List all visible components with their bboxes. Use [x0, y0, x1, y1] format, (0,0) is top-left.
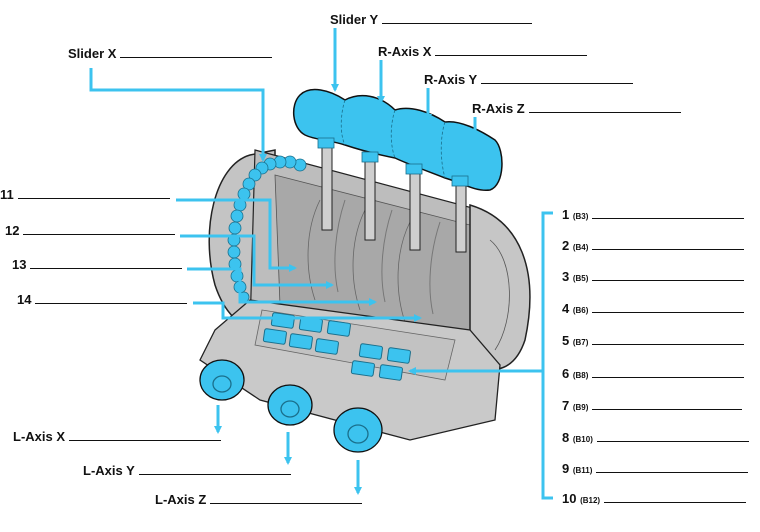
label-code: (B4)	[572, 243, 589, 252]
rotary-knobs	[199, 359, 383, 453]
label-number: 3	[562, 269, 570, 284]
label-button-6: 6 (B8)	[562, 365, 745, 384]
label-13: 13	[12, 256, 183, 273]
label-text: 14	[17, 292, 32, 307]
answer-blank[interactable]	[30, 256, 183, 269]
label-number: 10	[562, 491, 577, 506]
label-button-1: 1 (B3)	[562, 206, 745, 225]
label-text: R-Axis Z	[472, 101, 525, 116]
label-code: (B5)	[572, 274, 589, 283]
answer-blank[interactable]	[481, 71, 634, 84]
label-text: R-Axis Y	[424, 72, 478, 87]
label-number: 6	[562, 366, 570, 381]
answer-blank[interactable]	[69, 428, 222, 441]
label-text: L-Axis Z	[155, 492, 207, 507]
label-14: 14	[17, 291, 188, 308]
label-button-10: 10 (B12)	[562, 490, 747, 509]
label-number: 4	[562, 301, 570, 316]
label-l-axis-y: L-Axis Y	[83, 462, 291, 479]
label-text: Slider Y	[330, 12, 379, 27]
answer-blank[interactable]	[382, 11, 533, 24]
label-number: 9	[562, 461, 570, 476]
answer-blank[interactable]	[592, 397, 743, 410]
label-button-2: 2 (B4)	[562, 237, 745, 256]
label-code: (B9)	[572, 403, 589, 412]
answer-blank[interactable]	[596, 429, 749, 442]
label-code: (B11)	[572, 466, 593, 475]
label-button-7: 7 (B9)	[562, 397, 743, 416]
label-text: 12	[5, 223, 20, 238]
label-l-axis-x: L-Axis X	[13, 428, 222, 445]
answer-blank[interactable]	[592, 237, 745, 250]
label-code: (B3)	[572, 212, 589, 221]
label-code: (B8)	[572, 371, 589, 380]
label-button-9: 9 (B11)	[562, 460, 749, 479]
label-text: L-Axis Y	[83, 463, 135, 478]
label-code: (B7)	[572, 338, 589, 347]
answer-blank[interactable]	[592, 268, 745, 281]
answer-blank[interactable]	[23, 222, 176, 235]
label-code: (B12)	[580, 496, 601, 505]
answer-blank[interactable]	[435, 43, 588, 56]
answer-blank[interactable]	[120, 45, 273, 58]
label-l-axis-z: L-Axis Z	[155, 491, 363, 508]
answer-blank[interactable]	[592, 206, 745, 219]
label-r-axis-y: R-Axis Y	[424, 71, 634, 88]
label-text: Slider X	[68, 46, 117, 61]
answer-blank[interactable]	[604, 490, 747, 503]
label-text: 13	[12, 257, 27, 272]
label-12: 12	[5, 222, 176, 239]
answer-blank[interactable]	[592, 332, 745, 345]
label-number: 2	[562, 238, 570, 253]
label-button-3: 3 (B5)	[562, 268, 745, 287]
label-11: 11	[0, 186, 170, 203]
label-slider-y: Slider Y	[330, 11, 533, 28]
label-button-5: 5 (B7)	[562, 332, 745, 351]
answer-blank[interactable]	[17, 186, 170, 199]
label-number: 5	[562, 333, 570, 348]
label-button-8: 8 (B10)	[562, 429, 749, 448]
answer-blank[interactable]	[35, 291, 188, 304]
label-text: L-Axis X	[13, 429, 66, 444]
label-number: 1	[562, 207, 570, 222]
answer-blank[interactable]	[596, 460, 749, 473]
label-number: 8	[562, 430, 570, 445]
label-code: (B6)	[572, 306, 589, 315]
label-r-axis-x: R-Axis X	[378, 43, 588, 60]
answer-blank[interactable]	[592, 365, 745, 378]
callout-lines	[89, 28, 553, 500]
label-text: R-Axis X	[378, 44, 432, 59]
label-code: (B10)	[572, 435, 593, 444]
answer-blank[interactable]	[528, 100, 681, 113]
label-text: 11	[0, 187, 14, 202]
answer-blank[interactable]	[210, 491, 363, 504]
label-slider-x: Slider X	[68, 45, 273, 62]
label-number: 7	[562, 398, 570, 413]
answer-blank[interactable]	[592, 300, 745, 313]
label-r-axis-z: R-Axis Z	[472, 100, 681, 117]
label-button-4: 4 (B6)	[562, 300, 745, 319]
answer-blank[interactable]	[138, 462, 291, 475]
